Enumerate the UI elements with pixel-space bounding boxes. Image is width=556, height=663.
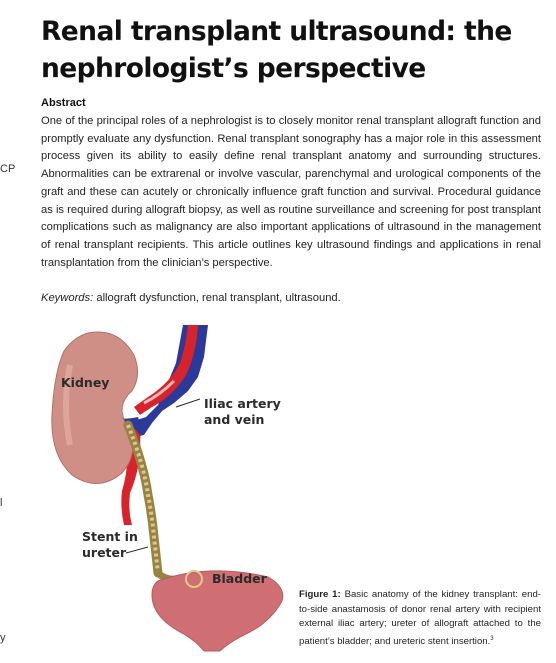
vessel-highlight [143, 379, 176, 405]
keywords-label: Keywords: [41, 292, 94, 304]
ureter-stent [126, 424, 160, 574]
margin-fragment-bar: l [0, 497, 3, 509]
bladder-shape [151, 570, 284, 652]
iliac-callout-line [175, 398, 201, 408]
label-kidney: Kidney [61, 375, 109, 390]
article-title: Renal transplant ultrasound: the nephrol… [41, 16, 512, 84]
margin-fragment-y: y [0, 632, 6, 644]
stent-callout-line [125, 546, 149, 554]
ureter-insertion-ring [185, 570, 203, 588]
keywords-line: Keywords: allograft dysfunction, renal t… [41, 290, 541, 306]
label-iliac-line1: Iliac artery [204, 396, 281, 411]
kidney-transplant-illustration: Kidney Iliac artery and vein Stent in ur… [51, 325, 284, 652]
label-bladder: Bladder [212, 571, 268, 586]
label-iliac-line2: and vein [204, 412, 264, 427]
caption-text: Basic anatomy of the kidney transplant: … [299, 589, 541, 647]
label-stent-line1: Stent in [82, 529, 138, 544]
kidney-highlight [63, 364, 73, 446]
iliac-artery [134, 325, 198, 415]
abstract-text: One of the principal roles of a nephrolo… [41, 115, 541, 269]
caption-reference: 3 [490, 635, 494, 642]
caption-label: Figure 1: [299, 589, 341, 600]
keywords-text: allograft dysfunction, renal transplant,… [96, 292, 341, 304]
label-stent-line2: ureter [82, 545, 127, 560]
margin-fragment-cp: CP [0, 163, 16, 175]
figure-caption: Figure 1: Basic anatomy of the kidney tr… [299, 588, 541, 650]
abstract-heading: Abstract [41, 97, 86, 109]
kidney-shape [51, 331, 138, 484]
